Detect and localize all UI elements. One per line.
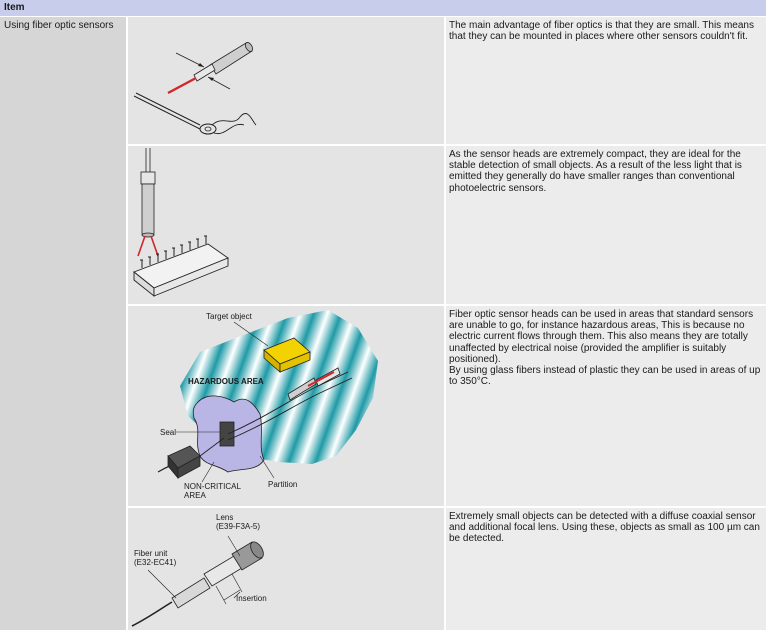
fiber-unit-model-label: (E32-EC41) [134,558,177,567]
item-cell: Using fiber optic sensors [0,17,126,630]
figure-coaxial-lens-cell: Lens (E39-F3A-5) Fiber unit (E32-EC41) I… [128,508,444,630]
figure-hazardous-area-cell: Target object HAZARDOUS AREA Seal NON-CR… [128,306,444,506]
description-cell: As the sensor heads are extremely compac… [446,146,766,304]
description-text: Extremely small objects can be detected … [449,511,760,545]
hazardous-area-label: HAZARDOUS AREA [188,377,264,386]
description-cell: The main advantage of fiber optics is th… [446,17,766,144]
description-text: The main advantage of fiber optics is th… [449,20,754,43]
table-row: As the sensor heads are extremely compac… [128,146,766,304]
header-title: Item [4,2,25,13]
table-header: Item [0,0,766,17]
item-label: Using fiber optic sensors [4,20,114,31]
partition-label: Partition [268,480,297,489]
fiber-unit-label: Fiber unit [134,549,168,558]
fiber-head-illustration [133,42,257,135]
description-cell: Extremely small objects can be detected … [446,508,766,630]
non-critical-area-label: AREA [184,491,206,500]
table-row: Lens (E39-F3A-5) Fiber unit (E32-EC41) I… [128,508,766,630]
seal-block [219,421,235,447]
table-row: The main advantage of fiber optics is th… [128,17,766,144]
coaxial-lens-illustration: Lens (E39-F3A-5) Fiber unit (E32-EC41) I… [131,513,267,627]
target-object-label: Target object [206,312,253,321]
figure-fiber-head-cell [128,17,444,144]
description-text: Fiber optic sensor heads can be used in … [449,309,761,388]
hazardous-area-illustration: Target object HAZARDOUS AREA Seal NON-CR… [157,310,378,500]
lens-label: Lens [216,513,233,522]
ic-detection-illustration [133,148,229,297]
lens-model-label: (E39-F3A-5) [216,522,260,531]
figure-small-object-cell [128,146,444,304]
non-critical-label: NON-CRITICAL [184,482,241,491]
insertion-label: Insertion [236,594,267,603]
description-text: As the sensor heads are extremely compac… [449,149,742,194]
description-cell: Fiber optic sensor heads can be used in … [446,306,766,506]
table-row: Target object HAZARDOUS AREA Seal NON-CR… [128,306,766,506]
seal-label: Seal [160,428,176,437]
